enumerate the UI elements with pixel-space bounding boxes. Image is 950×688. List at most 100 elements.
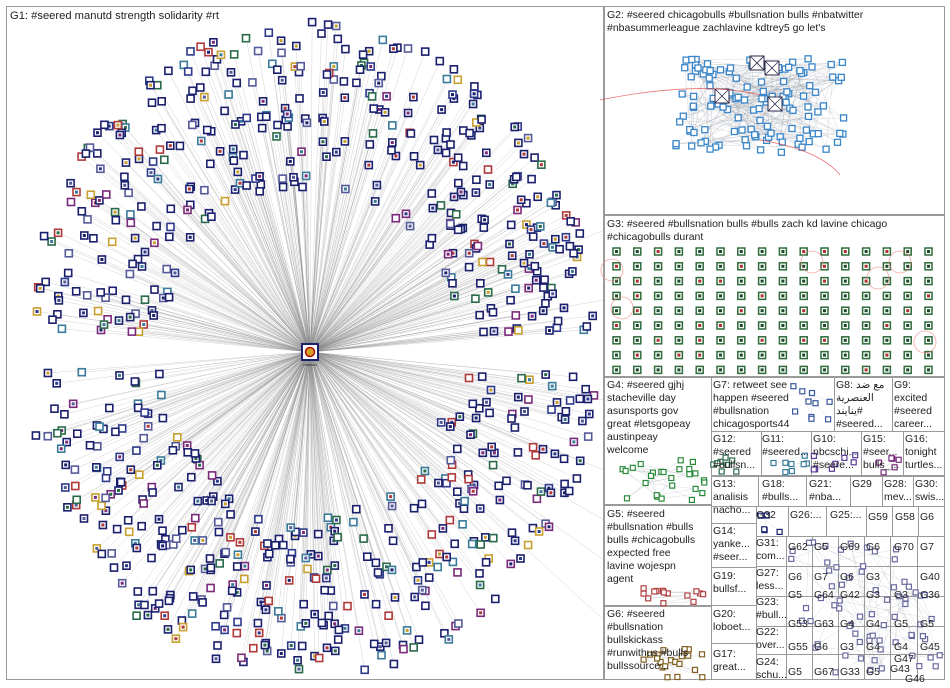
cluster-node: [685, 652, 692, 659]
g3-node-fill: [906, 309, 910, 313]
cluster-node: [688, 496, 696, 503]
g1-node-fill: [423, 469, 427, 473]
g1-node: [105, 403, 114, 413]
g3-node-fill: [823, 264, 826, 268]
g3-node-fill: [719, 279, 722, 283]
g1-node-fill: [551, 245, 554, 249]
g1-node-fill: [289, 644, 293, 648]
g1-node-fill: [98, 167, 102, 171]
g3-node-fill: [760, 279, 764, 283]
g1-node: [560, 479, 569, 489]
g1-node: [528, 442, 538, 452]
g1-node-fill: [488, 183, 492, 186]
cluster-node: [669, 482, 676, 489]
g1-node: [140, 600, 149, 610]
g2-node: [706, 82, 714, 90]
cluster-node: [868, 611, 876, 618]
g2-node: [799, 92, 808, 100]
g1-node: [73, 429, 82, 439]
g1-node-fill: [202, 95, 206, 99]
g2-node: [681, 64, 689, 72]
g1-node-fill: [539, 163, 543, 167]
g1-node-fill: [168, 144, 172, 148]
g1-node-fill: [238, 181, 242, 185]
g1-node: [453, 178, 463, 188]
g1-node: [188, 86, 197, 96]
g3-self-loop: [600, 258, 624, 282]
g1-node: [211, 621, 220, 631]
g1-node: [470, 82, 479, 91]
g3-node-fill: [656, 368, 660, 372]
g1-node-fill: [129, 468, 133, 472]
g1-node-fill: [508, 242, 511, 246]
g1-node: [351, 504, 361, 514]
g1-node: [420, 47, 430, 56]
g1-node-fill: [94, 465, 98, 469]
g1-node-fill: [534, 278, 538, 282]
g3-node-fill: [802, 368, 806, 372]
g1-node: [343, 601, 352, 611]
g3-node-fill: [698, 279, 702, 283]
g2-node: [811, 88, 820, 96]
g1-node: [465, 128, 474, 138]
g1-node-fill: [152, 241, 156, 245]
g1-node-fill: [214, 657, 218, 661]
cluster-node: [699, 591, 707, 598]
g3-node-fill: [615, 368, 618, 372]
g1-node-fill: [451, 93, 454, 97]
g1-node: [187, 472, 196, 482]
g1-node-fill: [146, 424, 150, 428]
g2-node: [833, 138, 842, 146]
g1-node: [369, 639, 379, 649]
g1-node-fill: [304, 174, 308, 178]
group-box-3: [604, 215, 945, 377]
g1-node: [241, 33, 251, 43]
g1-node: [445, 515, 455, 525]
g1-node-fill: [324, 576, 328, 580]
g1-node: [388, 536, 398, 546]
g1-node: [128, 259, 137, 269]
g1-node-fill: [375, 183, 379, 187]
group-label-g18: G18: #bulls...: [762, 478, 799, 503]
g3-node-fill: [906, 353, 910, 357]
group-label-g13: G13: analisis nacho...: [713, 478, 751, 516]
g3-node-fill: [698, 324, 702, 327]
g1-node: [387, 121, 397, 130]
group-label-g25: G25:...: [830, 509, 862, 521]
g1-node: [568, 372, 578, 382]
g2-node: [755, 104, 763, 113]
cluster-node: [642, 479, 649, 487]
cluster-node: [927, 654, 934, 661]
g1-node-fill: [153, 606, 157, 610]
g1-node-fill: [316, 554, 320, 558]
g3-node-fill: [656, 324, 660, 327]
g1-node: [510, 423, 520, 432]
g1-node: [441, 148, 451, 158]
g1-node: [50, 404, 59, 414]
g1-node-fill: [201, 538, 205, 542]
g1-node: [85, 440, 95, 450]
g1-node-fill: [513, 539, 517, 543]
g1-node: [111, 427, 120, 437]
g1-node: [303, 564, 312, 574]
g1-node-fill: [135, 546, 139, 550]
g1-node: [102, 190, 111, 199]
g1-node: [249, 643, 258, 653]
cluster-node: [909, 652, 916, 659]
g1-node: [135, 470, 144, 480]
g1-node-fill: [378, 645, 382, 649]
g3-node-fill: [719, 309, 722, 313]
g1-node: [70, 465, 80, 474]
g1-node: [93, 306, 103, 316]
g1-node-fill: [82, 234, 86, 237]
cluster-node: [664, 674, 671, 681]
g1-node-fill: [394, 154, 398, 158]
small-group-label: G40: [920, 571, 940, 583]
group-label-g9: G9: excited #seered career...: [894, 379, 932, 430]
cluster-node: [859, 563, 867, 570]
cluster-node: [901, 578, 908, 585]
cluster-node: [622, 467, 629, 475]
g1-node: [507, 528, 517, 538]
g1-node-fill: [390, 568, 394, 572]
g1-node-fill: [332, 64, 336, 68]
